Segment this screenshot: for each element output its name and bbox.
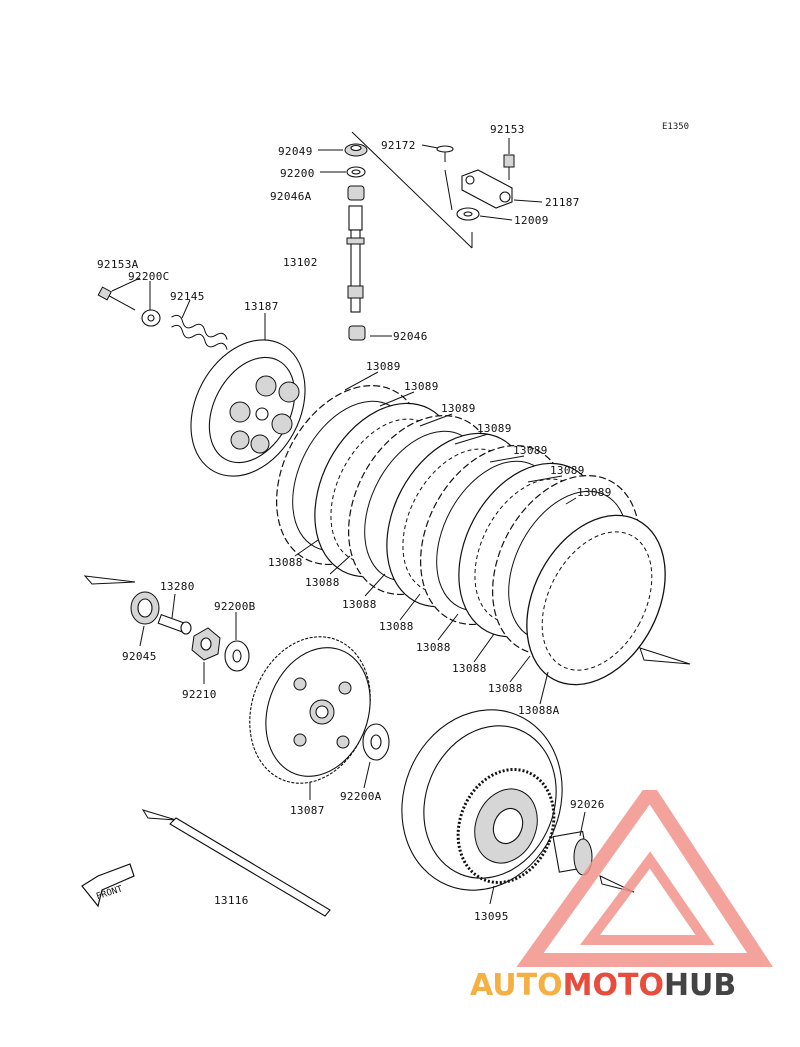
washer-92200A[interactable]: [362, 723, 390, 761]
watermark-hub: HUB: [664, 968, 736, 1003]
bolt-92153[interactable]: [503, 154, 515, 168]
label-92049: 92049: [278, 145, 313, 158]
front-direction-arrow: FRONT: [81, 863, 135, 908]
label-21187: 21187: [545, 196, 580, 209]
label-13088: 13088: [452, 662, 487, 675]
label-13089: 13089: [441, 402, 476, 415]
release-shaft-group: [344, 131, 515, 341]
label-13088: 13088: [268, 556, 303, 569]
pressure-plate-13187[interactable]: [168, 320, 327, 496]
clutch-hub-13087[interactable]: [230, 620, 390, 801]
bearing-92045[interactable]: [130, 591, 160, 625]
bearing-92046A[interactable]: [347, 185, 365, 201]
label-13116: 13116: [214, 894, 249, 907]
watermark-auto: AUTO: [470, 968, 563, 1003]
label-12009: 12009: [514, 214, 549, 227]
label-13088: 13088: [379, 620, 414, 633]
pressure-spring-group: [97, 286, 229, 353]
label-13089: 13089: [366, 360, 401, 373]
automotohub-watermark: AUTOMOTOHUB: [470, 790, 773, 1003]
watermark-text: AUTOMOTOHUB: [470, 968, 736, 1003]
label-13102: 13102: [283, 256, 318, 269]
bearing-92046[interactable]: [348, 325, 366, 341]
nut-92210[interactable]: [191, 627, 221, 661]
label-13095: 13095: [474, 910, 509, 923]
label-13088: 13088: [416, 641, 451, 654]
clutch-plate-stack: [276, 384, 693, 708]
plate-13088A[interactable]: [499, 491, 693, 708]
pin-13280[interactable]: [157, 613, 192, 635]
label-92046: 92046: [393, 330, 428, 343]
label-92172: 92172: [381, 139, 416, 152]
screw-92172[interactable]: [436, 145, 454, 153]
clutch-housing-13095[interactable]: [375, 685, 589, 914]
label-13087: 13087: [290, 804, 325, 817]
label-13187: 13187: [244, 300, 279, 313]
label-13088: 13088: [342, 598, 377, 611]
label-13089: 13089: [513, 444, 548, 457]
diagram-code: E1350: [662, 122, 689, 132]
label-13089: 13089: [550, 464, 585, 477]
label-13089: 13089: [404, 380, 439, 393]
spring-92145[interactable]: [170, 323, 229, 353]
label-13088: 13088: [488, 682, 523, 695]
label-13089: 13089: [477, 422, 512, 435]
label-92046A: 92046A: [270, 190, 312, 203]
label-92210: 92210: [182, 688, 217, 701]
push-rod-13116[interactable]: [169, 817, 331, 917]
label-92145: 92145: [170, 290, 205, 303]
label-92200B: 92200B: [214, 600, 256, 613]
watermark-moto: MOTO: [563, 968, 664, 1003]
label-92026: 92026: [570, 798, 605, 811]
bolt-92153A[interactable]: [97, 286, 112, 301]
label-13089: 13089: [577, 486, 612, 499]
label-92200: 92200: [280, 167, 315, 180]
label-92200C: 92200C: [128, 270, 170, 283]
label-13280: 13280: [160, 580, 195, 593]
label-92153A: 92153A: [97, 258, 139, 271]
watermark-triangle-icon: [516, 790, 773, 967]
washer-92200B[interactable]: [224, 640, 250, 672]
label-92045: 92045: [122, 650, 157, 663]
shaft-collar: [348, 205, 363, 231]
label-13088: 13088: [305, 576, 340, 589]
label-92200A: 92200A: [340, 790, 382, 803]
sleeve-92026[interactable]: [552, 830, 593, 876]
release-shaft-13102[interactable]: [350, 229, 361, 313]
label-13088A: 13088A: [518, 704, 560, 717]
label-92153: 92153: [490, 123, 525, 136]
